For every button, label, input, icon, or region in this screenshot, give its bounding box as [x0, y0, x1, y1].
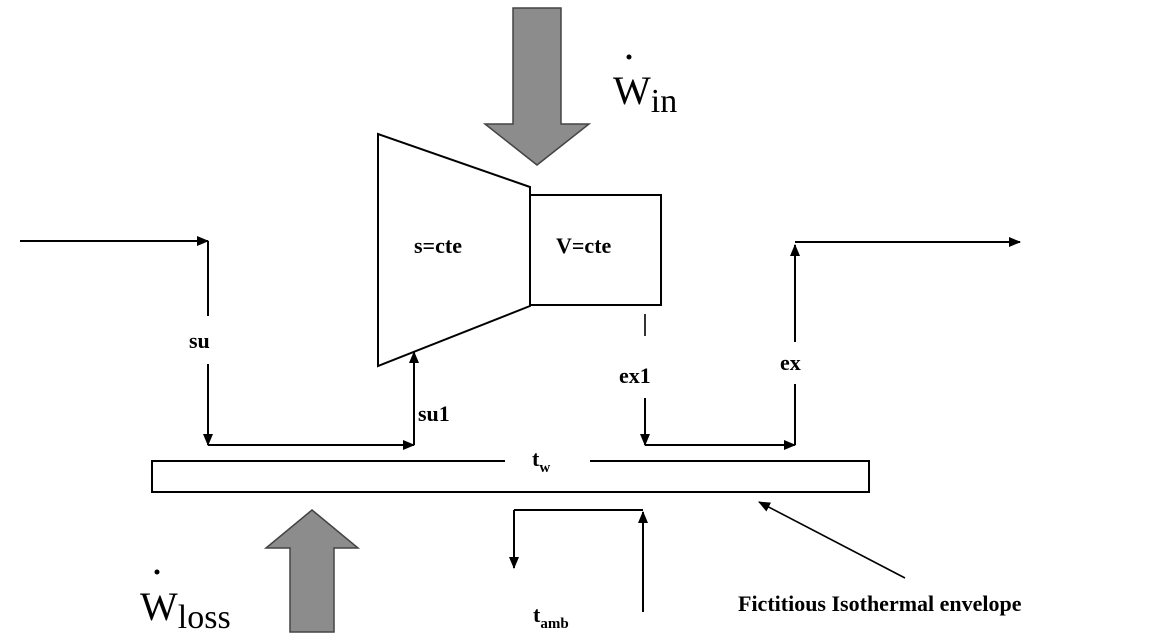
su1-label: su1 — [418, 401, 450, 426]
w-loss-label: Wloss — [140, 584, 231, 635]
w-loss-dot — [154, 569, 160, 575]
constant-volume-box — [529, 194, 662, 306]
envelope-pointer-line — [758, 501, 906, 579]
ex-label: ex — [780, 350, 801, 375]
power-in-arrow — [482, 7, 592, 166]
t-amb-label: tamb — [533, 602, 569, 632]
w-in-dot — [626, 54, 632, 60]
envelope-label: Fictitious Isothermal envelope — [738, 591, 1022, 616]
su-label: su — [189, 328, 210, 353]
ex1-label: ex1 — [619, 363, 651, 388]
t-w-label: tw — [532, 446, 550, 476]
power-loss-arrow — [263, 509, 361, 633]
chamber-label: V=cte — [556, 233, 612, 258]
compressor-label: s=cte — [414, 233, 462, 258]
w-in-label: Win — [613, 68, 677, 120]
